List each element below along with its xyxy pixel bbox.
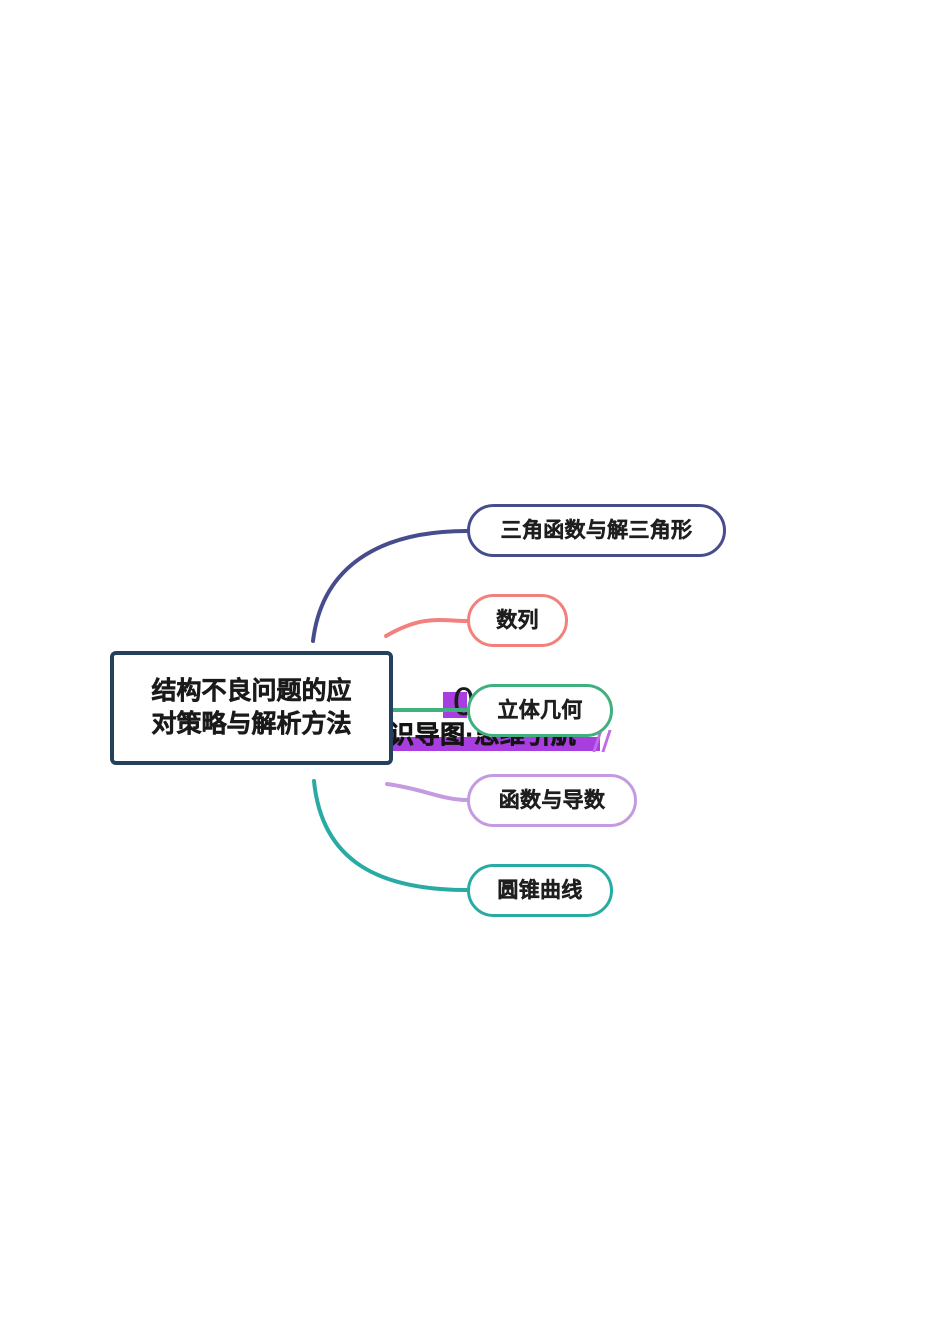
connector-line-0 (311, 529, 469, 643)
connector-line-3 (385, 782, 469, 802)
mindmap-branch-node-1[interactable]: 数列 (467, 594, 568, 647)
mindmap-central-node[interactable]: 结构不良问题的应 对策略与解析方法 (110, 651, 393, 765)
connector-line-4 (312, 779, 469, 892)
mindmap-branch-label-0: 三角函数与解三角形 (500, 518, 693, 542)
mindmap-branch-label-3: 函数与导数 (498, 788, 606, 812)
connector-line-1 (384, 617, 469, 638)
mindmap-branch-node-0[interactable]: 三角函数与解三角形 (467, 504, 726, 557)
mindmap-branch-node-4[interactable]: 圆锥曲线 (467, 864, 613, 917)
mindmap-branch-node-3[interactable]: 函数与导数 (467, 774, 637, 827)
section-number-block (443, 692, 467, 718)
mindmap-central-label: 结构不良问题的应 对策略与解析方法 (151, 677, 352, 739)
section-title-highlight-bar (340, 737, 600, 751)
mindmap-branch-label-2: 立体几何 (497, 698, 583, 722)
mindmap-branch-label-4: 圆锥曲线 (497, 878, 583, 902)
mindmap-branch-node-2[interactable]: 立体几何 (467, 684, 613, 737)
mindmap-branch-label-1: 数列 (496, 608, 539, 632)
